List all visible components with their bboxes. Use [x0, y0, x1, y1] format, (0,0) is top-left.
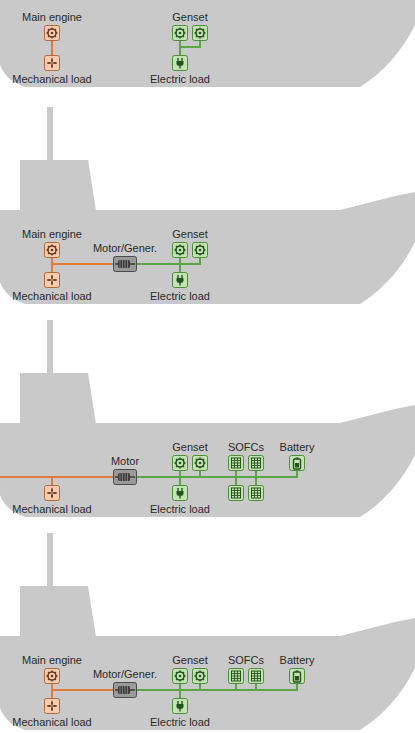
sofc-icon — [229, 669, 244, 684]
genset-icon — [173, 456, 188, 471]
genset-icon — [173, 243, 188, 258]
component-label: SOFCs — [228, 441, 264, 454]
sofc-icon — [229, 486, 244, 501]
propeller-icon — [45, 56, 60, 71]
genset-icon — [193, 456, 208, 471]
component-label: Electric load — [150, 290, 210, 303]
genset-icon — [193, 669, 208, 684]
mechanical-shaft — [52, 684, 113, 698]
electric-load-icon — [173, 56, 188, 71]
genset-icon — [193, 243, 208, 258]
ship-superstructure — [20, 533, 96, 637]
component-label: Motor — [111, 455, 139, 468]
motor-icon — [114, 470, 137, 485]
component-label: SOFCs — [228, 654, 264, 667]
panel-conventional — [0, 0, 415, 87]
electric-load-icon — [173, 486, 188, 501]
electric-load-icon — [173, 699, 188, 714]
engine-icon — [45, 26, 60, 41]
sofc-icon — [249, 486, 264, 501]
mechanical-shaft — [0, 477, 113, 485]
electric-bus — [179, 41, 201, 55]
sofc-icon — [249, 669, 264, 684]
genset-icon — [193, 26, 208, 41]
panel-hybrid — [0, 107, 415, 304]
battery-icon — [290, 669, 305, 684]
electric-bus — [137, 471, 298, 485]
battery-icon — [290, 456, 305, 471]
component-label: Motor/Gener. — [93, 242, 157, 255]
sofc-icon — [229, 456, 244, 471]
propeller-icon — [45, 699, 60, 714]
mechanical-shaft — [51, 41, 53, 55]
component-label: Genset — [172, 441, 207, 454]
component-label: Main engine — [22, 228, 82, 241]
ship-hull — [0, 0, 415, 87]
component-label: Main engine — [22, 654, 82, 667]
component-label: Genset — [172, 228, 207, 241]
genset-icon — [173, 26, 188, 41]
component-label: Genset — [172, 11, 207, 24]
mechanical-shaft — [52, 258, 113, 272]
panel-all-electric — [0, 320, 415, 517]
component-label: Motor/Gener. — [93, 668, 157, 681]
electric-load-icon — [173, 273, 188, 288]
component-label: Mechanical load — [12, 73, 92, 86]
engine-icon — [45, 669, 60, 684]
ship-superstructure — [20, 320, 96, 424]
engine-icon — [45, 243, 60, 258]
motor-generator-icon — [114, 257, 137, 272]
component-label: Electric load — [150, 716, 210, 729]
component-label: Main engine — [22, 11, 82, 24]
panel-hybrid-sofc — [0, 533, 415, 730]
genset-icon — [173, 669, 188, 684]
sofc-icon — [249, 456, 264, 471]
propeller-icon — [45, 486, 60, 501]
electric-bus — [137, 684, 298, 698]
component-label: Electric load — [150, 503, 210, 516]
component-label: Mechanical load — [12, 503, 92, 516]
component-label: Battery — [280, 654, 315, 667]
component-label: Mechanical load — [12, 290, 92, 303]
component-label: Mechanical load — [12, 716, 92, 729]
ship-superstructure — [20, 107, 96, 211]
component-label: Electric load — [150, 73, 210, 86]
electric-bus — [137, 258, 201, 272]
component-label: Genset — [172, 654, 207, 667]
motor-generator-icon — [114, 683, 137, 698]
component-label: Battery — [280, 441, 315, 454]
propeller-icon — [45, 273, 60, 288]
